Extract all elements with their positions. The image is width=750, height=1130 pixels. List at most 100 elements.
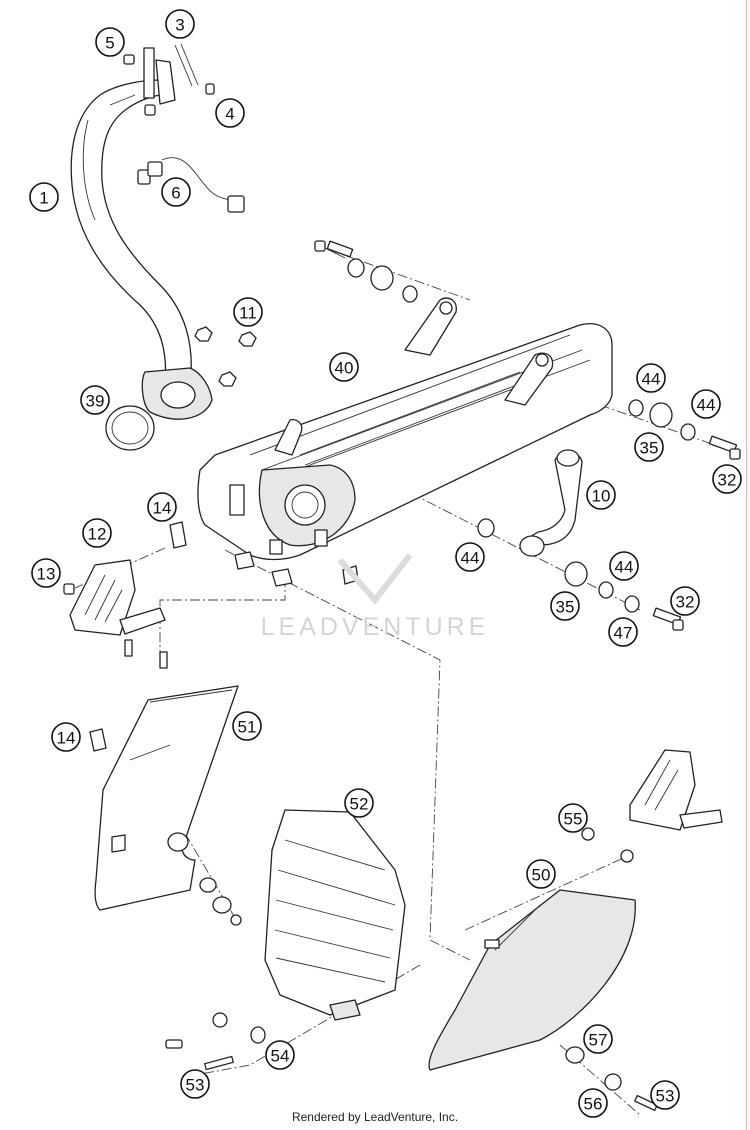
footer-credit: Rendered by LeadVenture, Inc. [291, 1110, 459, 1124]
callout-number: 4 [225, 105, 234, 124]
front-bracket [63, 559, 168, 669]
callout-circle [670, 586, 700, 616]
callout-circle [165, 9, 195, 39]
callout-number: 11 [239, 304, 257, 323]
callout-number: 1 [39, 189, 48, 208]
callout-35: 35 [550, 591, 580, 621]
callout-circle [95, 27, 125, 57]
callout-circle [586, 480, 616, 510]
callout-circle [265, 1040, 295, 1070]
page-edge-line [746, 0, 747, 1130]
lower-bolt-and-rubbers [477, 518, 684, 631]
callout-55: 55 [558, 803, 588, 833]
callout-number: 44 [642, 370, 661, 389]
callout-number: 32 [718, 471, 737, 490]
callout-14: 14 [147, 492, 177, 522]
callout-number: 12 [88, 525, 107, 544]
callout-number: 44 [615, 558, 634, 577]
callout-32: 32 [712, 464, 742, 494]
callout-number: 53 [656, 1087, 675, 1106]
callout-circle [650, 1080, 680, 1110]
callout-40: 40 [329, 352, 359, 382]
rear-bracket [581, 749, 723, 863]
callout-1: 1 [29, 182, 59, 212]
callout-circle [578, 1088, 608, 1118]
callout-56: 56 [578, 1088, 608, 1118]
callout-circle [712, 464, 742, 494]
callout-circle [31, 558, 61, 588]
callout-number: 14 [153, 499, 172, 518]
callout-circle [232, 711, 262, 741]
callout-circle [215, 98, 245, 128]
callout-circle [329, 352, 359, 382]
callout-11: 11 [233, 297, 263, 327]
watermark: LEADVENTURE [261, 553, 490, 641]
callout-39: 39 [80, 385, 110, 415]
callout-14: 14 [51, 722, 81, 752]
callout-circle [526, 859, 556, 889]
lambda-sensor [137, 157, 245, 213]
callout-number: 47 [614, 624, 633, 643]
callout-35: 35 [634, 432, 664, 462]
callout-44: 44 [455, 542, 485, 572]
callout-52: 52 [344, 788, 374, 818]
callout-5: 5 [95, 27, 125, 57]
callout-54: 54 [265, 1040, 295, 1070]
callout-number: 54 [271, 1047, 290, 1066]
callout-number: 50 [532, 866, 551, 885]
callout-number: 35 [640, 439, 659, 458]
callout-number: 56 [584, 1095, 603, 1114]
callout-50: 50 [526, 859, 556, 889]
callout-circle [161, 177, 191, 207]
callout-4: 4 [215, 98, 245, 128]
callout-circle [550, 591, 580, 621]
callout-number: 52 [350, 795, 369, 814]
callout-number: 13 [37, 565, 56, 584]
callout-circle [147, 492, 177, 522]
callout-circle [82, 518, 112, 548]
rear-mount-hardware [628, 399, 741, 460]
callout-number: 51 [238, 718, 257, 737]
silencer-body [197, 297, 613, 561]
watermark-text: LEADVENTURE [261, 613, 490, 641]
silencer-outer-cover [428, 889, 636, 1071]
guard-hardware [165, 1012, 266, 1071]
callout-number: 5 [105, 34, 114, 53]
callout-number: 57 [589, 1031, 608, 1050]
callout-12: 12 [82, 518, 112, 548]
callout-44: 44 [691, 389, 721, 419]
callout-number: 14 [57, 729, 76, 748]
gasket-ring [105, 405, 155, 451]
flange-parts [123, 43, 215, 116]
left-shield-hardware [199, 877, 242, 926]
callout-44: 44 [636, 363, 666, 393]
callout-circle [583, 1024, 613, 1054]
cover-hardware [565, 1046, 658, 1112]
callout-57: 57 [583, 1024, 613, 1054]
callout-circle [51, 722, 81, 752]
callout-circle [344, 788, 374, 818]
callout-3: 3 [165, 9, 195, 39]
callout-44: 44 [609, 551, 639, 581]
callout-53: 53 [180, 1069, 210, 1099]
silencer-guard-grill [264, 809, 406, 1021]
silencer-bracket [519, 449, 583, 557]
callout-6: 6 [161, 177, 191, 207]
callout-number: 32 [676, 593, 695, 612]
callout-number: 10 [592, 487, 611, 506]
callout-13: 13 [31, 558, 61, 588]
callout-circle [691, 389, 721, 419]
callout-32: 32 [670, 586, 700, 616]
callout-47: 47 [608, 617, 638, 647]
callout-circle [233, 297, 263, 327]
callout-number: 35 [556, 598, 575, 617]
callout-circle [180, 1069, 210, 1099]
callout-circle [29, 182, 59, 212]
callout-number: 44 [461, 549, 480, 568]
callout-circle [634, 432, 664, 462]
callout-number: 53 [186, 1076, 205, 1095]
callout-circle [80, 385, 110, 415]
callout-number: 55 [564, 810, 583, 829]
